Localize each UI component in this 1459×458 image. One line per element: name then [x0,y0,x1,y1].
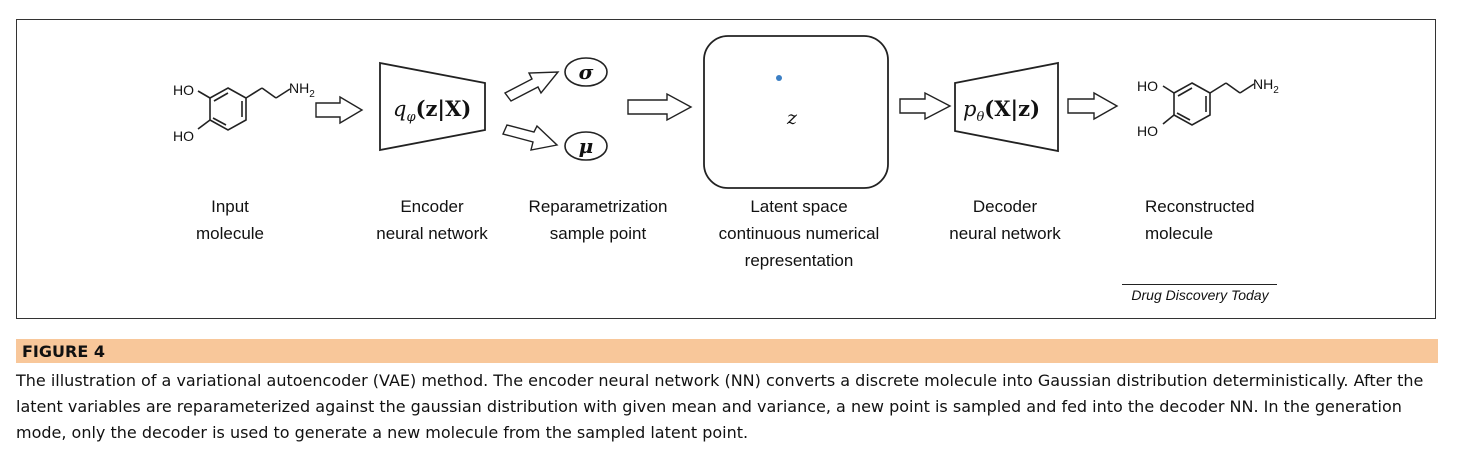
vae-diagram: HO HO NH2 qφ(z|X) σ μ z pθ(X|z) [173,35,1279,189]
input-ho-bottom: HO [173,128,194,144]
sigma-node [564,57,608,87]
latent-point [776,75,782,81]
input-label-line2: molecule [195,224,265,243]
latent-label-line1: Latent space [750,197,848,216]
output-ho-top: HO [1137,78,1158,94]
latent-space-box [703,35,889,189]
figure-label: FIGURE 4 [22,342,105,361]
reconstructed-label-line2: molecule [1145,224,1214,243]
decoder-formula: pθ(X|z) [963,96,1040,125]
decoder-trapezoid [954,61,1059,153]
figure-frame [16,19,1436,319]
latent-symbol: z [786,107,798,129]
output-ho-bottom: HO [1137,123,1158,139]
arrow-icon [627,92,693,122]
encoder-label-line2: neural network [376,224,488,243]
input-label: Input molecule [180,193,280,247]
input-ho-top: HO [173,82,194,98]
journal-credit: Drug Discovery Today [1131,287,1269,303]
decoder-label-line1: Decoder [972,197,1038,216]
latent-label: Latent space continuous numerical repres… [704,193,894,274]
input-label-line1: Input [211,197,249,216]
latent-label-line3: representation [744,251,854,270]
input-molecule [197,87,291,131]
mu-symbol: μ [579,134,594,158]
arrow-down-icon [502,124,559,151]
arrow-icon [1067,91,1119,121]
figure-caption: The illustration of a variational autoen… [16,371,1424,442]
credit-divider [1122,284,1277,285]
decoder-label-line2: neural network [949,224,1061,243]
sigma-symbol: σ [579,60,594,84]
output-molecule [1162,82,1255,126]
encoder-label-line1: Encoder [400,197,464,216]
decoder-label: Decoder neural network [935,193,1075,247]
reparam-label-line1: Reparametrization [528,197,668,216]
caption-header: FIGURE 4 [16,339,1438,363]
reparam-label: Reparametrization sample point [512,193,684,247]
encoder-label: Encoder neural network [362,193,502,247]
mu-node [564,131,608,161]
reparam-label-line2: sample point [549,224,647,243]
arrow-up-icon [503,71,560,102]
reconstructed-label: Reconstructed molecule [1133,193,1289,247]
encoder-formula: qφ(z|X) [393,96,471,125]
latent-label-line2: continuous numerical [718,224,880,243]
output-nh2: NH2 [1253,76,1279,96]
encoder-trapezoid [379,61,486,152]
input-nh2: NH2 [289,80,315,100]
arrow-icon [899,91,952,121]
arrow-icon [315,95,364,125]
reconstructed-label-line1: Reconstructed [1145,197,1255,216]
